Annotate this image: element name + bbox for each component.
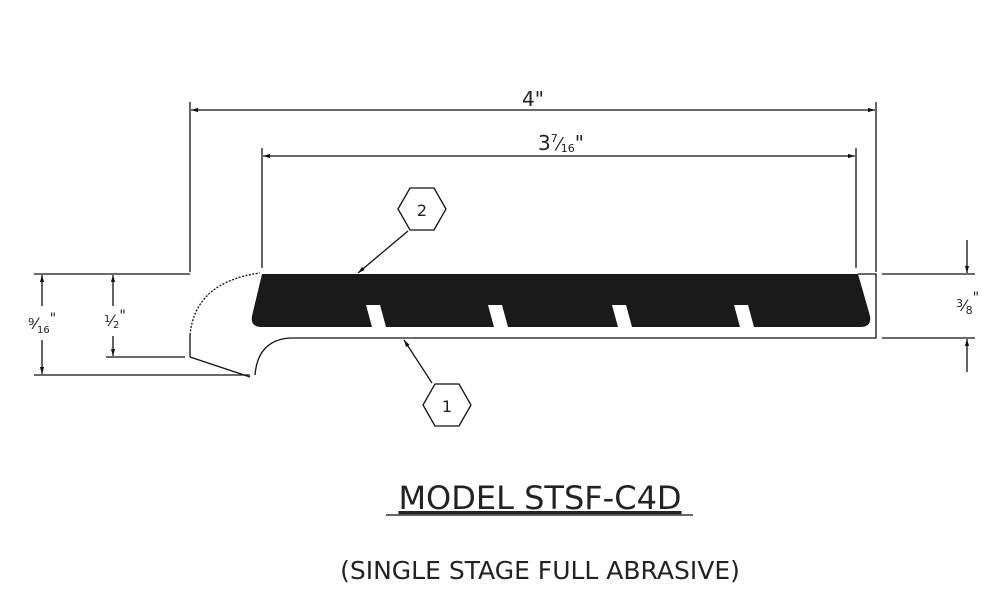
nose-height-value: 1⁄2" <box>104 308 126 331</box>
overall-height-value: 9⁄16" <box>28 311 56 336</box>
drawing-subtitle: (SINGLE STAGE FULL ABRASIVE) <box>340 556 740 585</box>
dimension-tread-thickness: 3⁄8" <box>882 240 979 372</box>
dimension-nose-height: 1⁄2" <box>104 275 185 358</box>
dimension-overall-height: 9⁄16" <box>28 273 250 376</box>
callout-2: 2 <box>357 187 447 274</box>
nosing-profile <box>189 272 877 378</box>
dimension-abrasive-width: 37⁄16" <box>261 131 857 268</box>
svg-text:1: 1 <box>442 397 452 416</box>
abrasive-insert <box>251 274 871 327</box>
svg-text:2: 2 <box>417 201 427 220</box>
callout-1: 1 <box>403 339 472 427</box>
svg-text:4": 4" <box>522 87 544 111</box>
overall-width-value: 4 <box>522 87 535 111</box>
abrasive-width-value: 37⁄16" <box>538 131 584 155</box>
tread-thickness-value: 3⁄8" <box>956 290 979 317</box>
drawing-title: MODEL STSF-C4D <box>398 479 681 517</box>
dimension-overall-width: 4" <box>189 87 877 272</box>
